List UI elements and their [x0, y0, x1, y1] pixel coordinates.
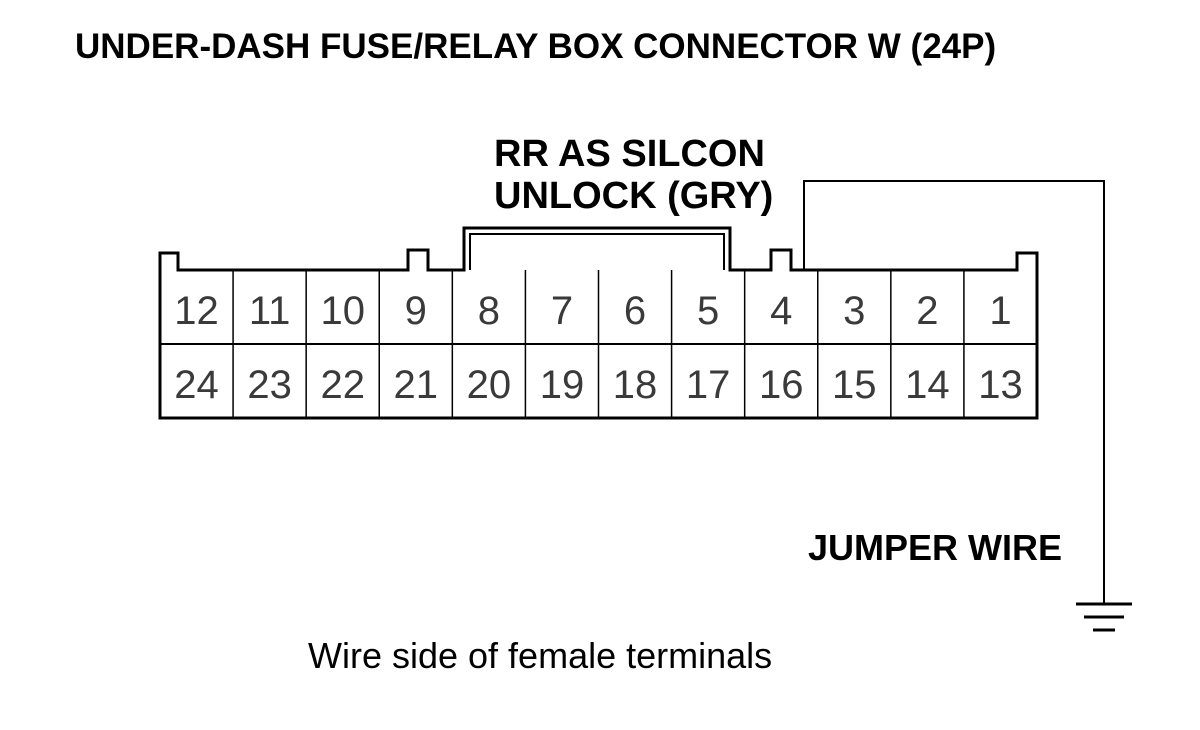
- terminal-2: 2: [916, 289, 938, 333]
- top-terminal-row: 12 11 10 9 8 7 6 5 4 3 2 1: [174, 289, 1011, 333]
- terminal-7: 7: [551, 289, 573, 333]
- terminal-19: 19: [540, 363, 585, 407]
- terminal-10: 10: [320, 289, 365, 333]
- terminal-label-line2: UNLOCK (GRY): [494, 175, 773, 217]
- terminal-4: 4: [770, 289, 792, 333]
- terminal-17: 17: [686, 363, 731, 407]
- terminal-6: 6: [624, 289, 646, 333]
- terminal-22: 22: [320, 363, 365, 407]
- terminal-5: 5: [697, 289, 719, 333]
- terminal-12: 12: [174, 289, 219, 333]
- terminal-23: 23: [247, 363, 292, 407]
- terminal-9: 9: [405, 289, 427, 333]
- terminal-15: 15: [832, 363, 877, 407]
- diagram-title: UNDER-DASH FUSE/RELAY BOX CONNECTOR W (2…: [75, 27, 996, 66]
- terminal-1: 1: [989, 289, 1011, 333]
- jumper-wire: [803, 180, 1105, 603]
- connector-body: [158, 226, 1039, 420]
- terminal-21: 21: [394, 363, 439, 407]
- terminal-8: 8: [478, 289, 500, 333]
- ground-icon: [1076, 602, 1132, 632]
- terminal-16: 16: [759, 363, 804, 407]
- jumper-wire-label: JUMPER WIRE: [808, 527, 1062, 568]
- terminal-11: 11: [249, 289, 291, 333]
- terminal-3: 3: [843, 289, 865, 333]
- terminal-24: 24: [174, 363, 219, 407]
- terminal-14: 14: [905, 363, 950, 407]
- terminal-label-line1: RR AS SILCON: [494, 133, 765, 175]
- terminal-13: 13: [978, 363, 1023, 407]
- cell-dividers: [232, 270, 965, 418]
- bottom-terminal-row: 24 23 22 21 20 19 18 17 16 15 14 13: [174, 363, 1022, 407]
- terminal-18: 18: [613, 363, 658, 407]
- diagram-caption: Wire side of female terminals: [308, 635, 772, 676]
- terminal-20: 20: [467, 363, 512, 407]
